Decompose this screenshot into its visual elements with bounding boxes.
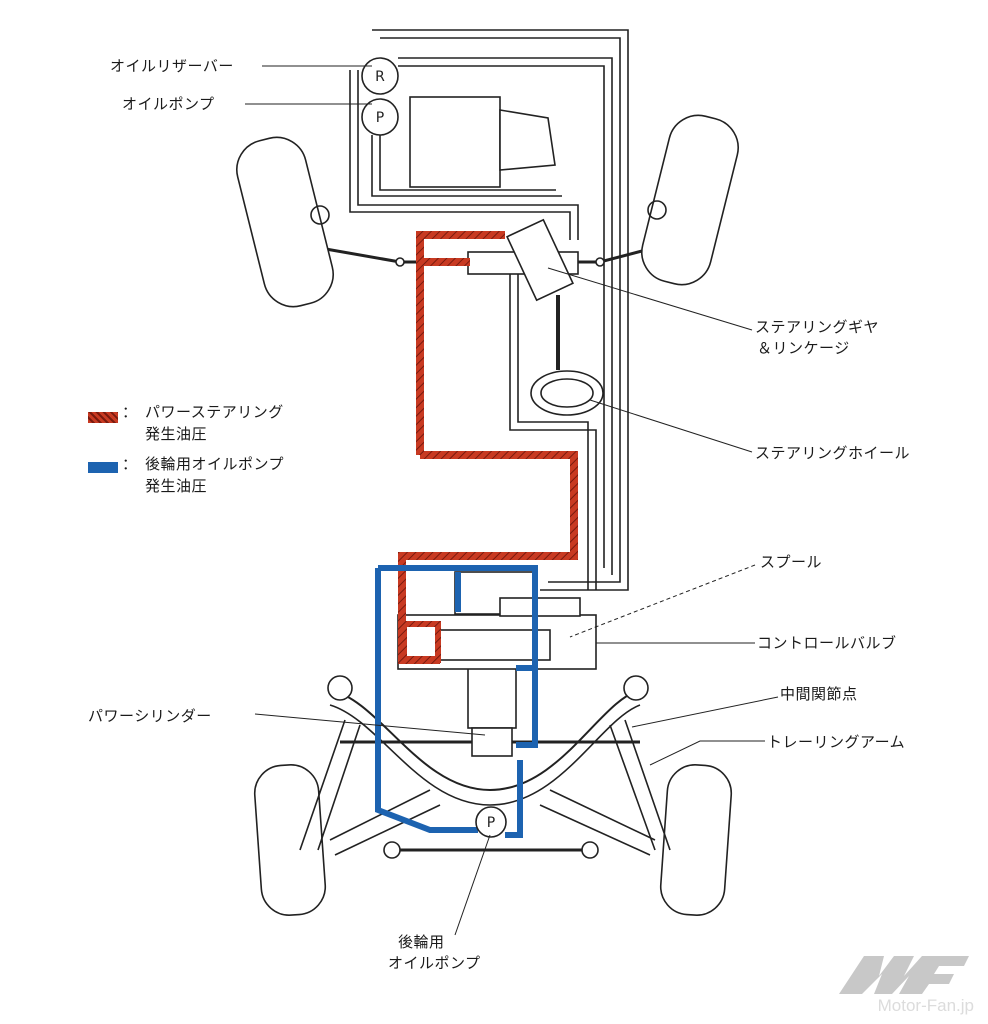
label-oil-reservoir: オイルリザーバー	[110, 57, 234, 75]
label-trailing-arm: トレーリングアーム	[767, 733, 906, 751]
legend-sep: ：	[122, 403, 138, 421]
rear-pump-mark: P	[487, 815, 495, 831]
rear-oil-pump	[475, 806, 507, 838]
legend-swatch-blue	[88, 462, 118, 473]
return-pipes	[349, 29, 629, 591]
motorfan-logo	[839, 956, 969, 994]
trailing-arm-left	[299, 719, 361, 851]
oil-reservoir	[361, 57, 399, 95]
watermark: Motor-Fan.jp	[834, 946, 974, 1016]
rear-right-wheel	[659, 764, 733, 916]
label-middle-joint: 中間関節点	[780, 685, 858, 703]
engine-block	[409, 96, 501, 188]
label-steering-gear: ステアリングギヤ	[755, 318, 880, 336]
label-steering-wheel: ステアリングホイール	[755, 444, 911, 462]
pump-mark: P	[376, 110, 384, 126]
label-oil-pump: オイルポンプ	[122, 95, 215, 113]
legend-item-2-line1: 後輪用オイルポンプ	[145, 455, 285, 473]
label-rear-pump-2: オイルポンプ	[388, 954, 481, 972]
rear-pump-pressure-line	[375, 565, 538, 838]
rear-left-wheel	[253, 764, 327, 916]
transmission	[499, 109, 556, 171]
watermark-text: Motor-Fan.jp	[877, 996, 974, 1015]
leader-lines	[245, 65, 779, 936]
spool	[439, 629, 551, 661]
front-right-wheel	[641, 114, 739, 286]
label-power-cylinder: パワーシリンダー	[88, 707, 212, 725]
reservoir-mark: R	[375, 69, 385, 85]
front-left-wheel	[236, 136, 334, 308]
legend-item-1-line2: 発生油圧	[145, 425, 208, 443]
oil-pump	[361, 98, 399, 136]
legend-item-2-line2: 発生油圧	[145, 477, 208, 495]
label-spool: スプール	[760, 553, 823, 571]
legend-item-1-line1: パワーステアリング	[145, 403, 284, 421]
trailing-arm-right	[609, 719, 671, 851]
label-linkage: ＆リンケージ	[757, 339, 850, 357]
power-cylinder	[467, 667, 517, 729]
power-steering-pressure-line	[398, 231, 578, 664]
label-control-valve: コントロールバルブ	[757, 634, 897, 652]
legend-swatch-red	[88, 412, 118, 423]
legend-sep: ：	[122, 455, 138, 473]
label-rear-pump-1: 後輪用	[398, 933, 445, 951]
rear-beam	[329, 689, 641, 792]
